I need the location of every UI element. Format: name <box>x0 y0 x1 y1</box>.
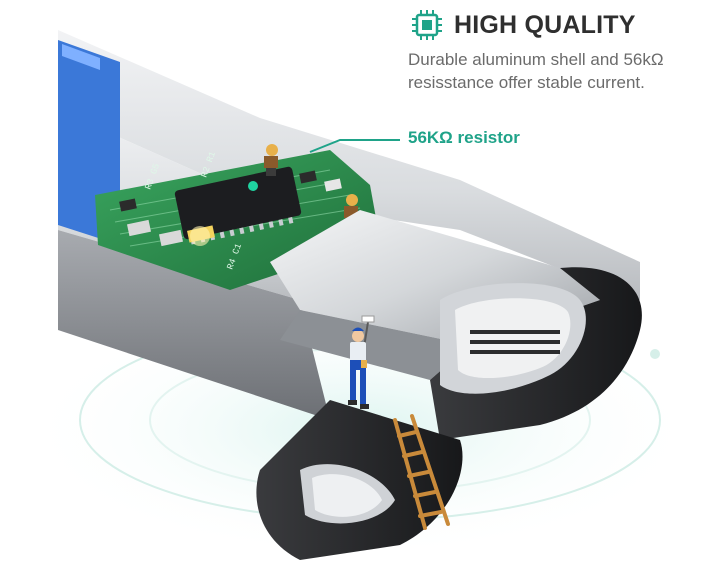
worker-figure-main <box>348 315 375 409</box>
description-line-2: resisstance offer stable current. <box>408 73 645 92</box>
callout-line <box>309 139 400 153</box>
worker-figure-top <box>264 144 278 176</box>
headline-title: HIGH QUALITY <box>454 10 636 39</box>
ladder <box>393 414 450 530</box>
headline: HIGH QUALITY <box>410 8 636 42</box>
feature-description: Durable aluminum shell and 56kΩ resissta… <box>408 48 708 94</box>
chip-icon <box>412 10 442 40</box>
dark-shell <box>256 267 642 560</box>
resistor-callout-label: 56KΩ resistor <box>408 128 520 147</box>
description-line-1: Durable aluminum shell and 56kΩ <box>408 50 664 69</box>
